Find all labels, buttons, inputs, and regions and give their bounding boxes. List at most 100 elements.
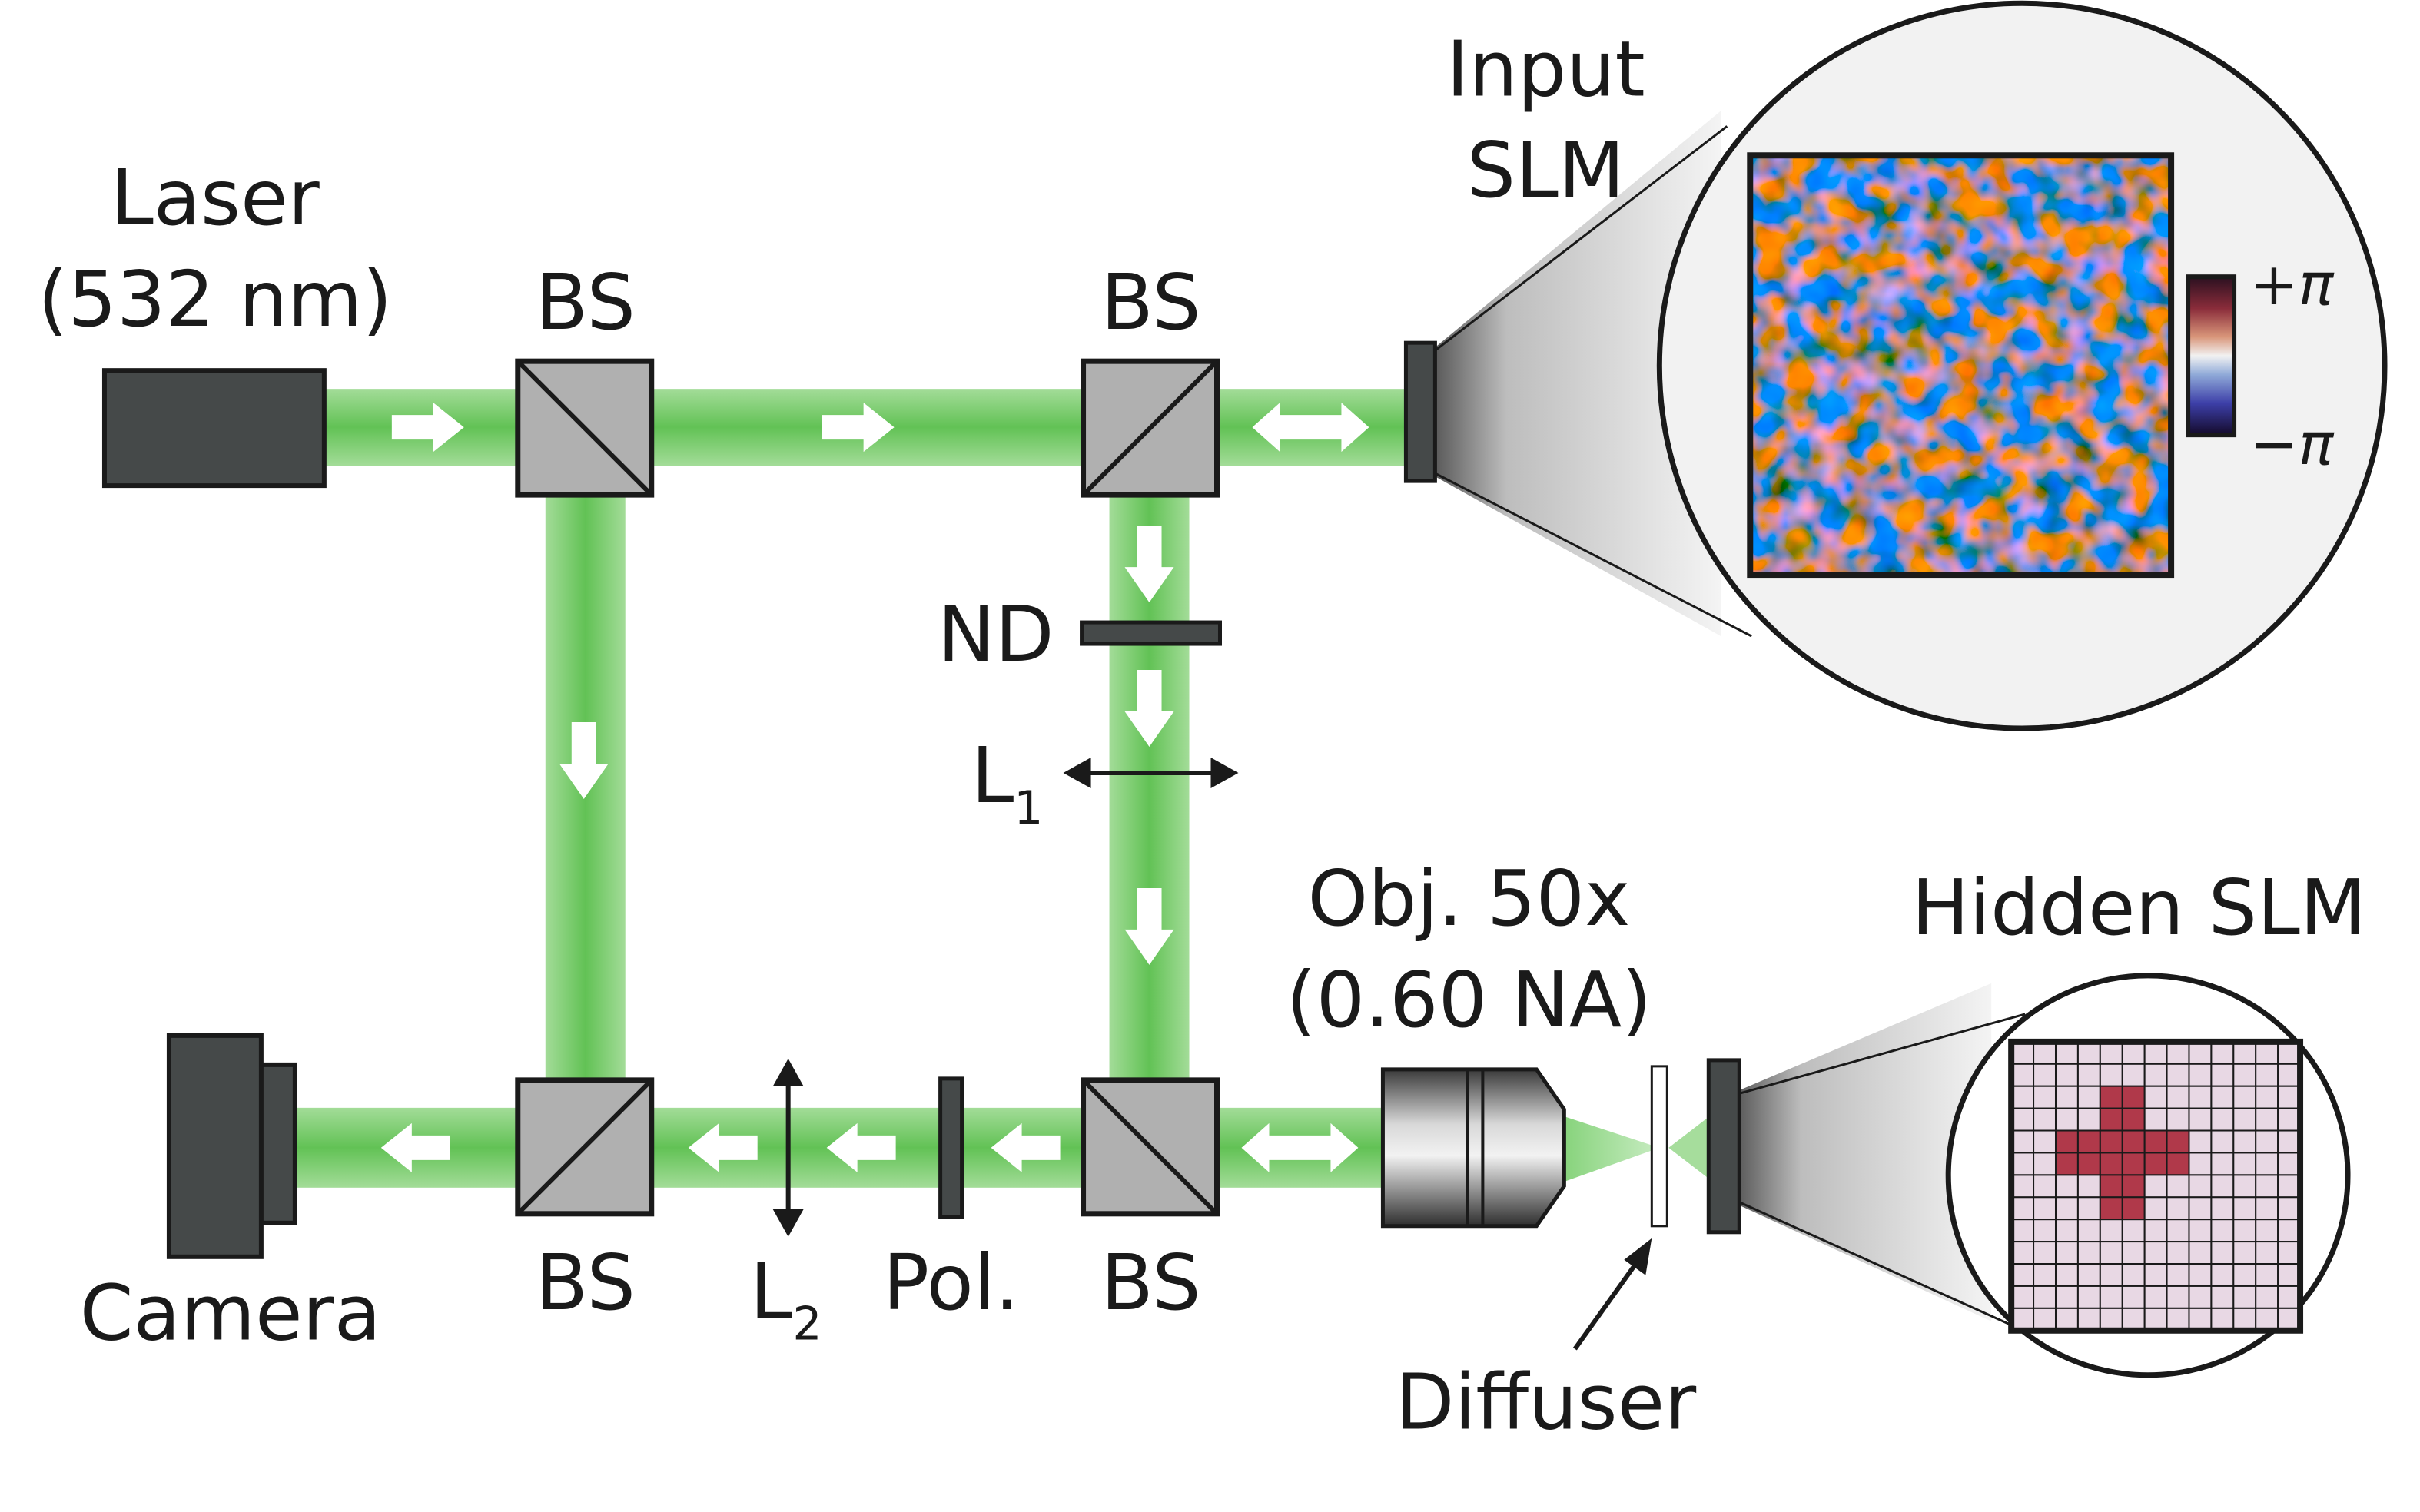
hidden-slm-cell <box>2255 1219 2279 1243</box>
objective-label-line2: (0.60 NA) <box>1286 955 1652 1045</box>
hidden-slm-cell <box>2076 1263 2101 1287</box>
hidden-slm-cell <box>2054 1174 2079 1199</box>
hidden-slm-cell <box>2143 1107 2168 1132</box>
hidden-slm-cell <box>2277 1307 2302 1331</box>
hidden-slm-cell <box>2099 1040 2123 1065</box>
hidden-slm-cell <box>2033 1063 2057 1087</box>
input-slm-label-line1: Input <box>1446 24 1645 114</box>
hidden-slm-cell <box>2255 1196 2279 1221</box>
hidden-slm-cell <box>2188 1196 2213 1221</box>
laser-body <box>101 368 327 489</box>
phase-colorbar <box>2186 274 2237 438</box>
input-slm-cone-edge-bottom <box>1434 472 1752 638</box>
hidden-slm-cell <box>2099 1085 2123 1109</box>
hidden-slm-cell <box>2188 1063 2213 1087</box>
objective-lens <box>1380 1067 1566 1228</box>
white-arrow-icon <box>826 1122 896 1172</box>
hidden-slm-cell <box>2255 1152 2279 1176</box>
hidden-slm-cell <box>2054 1285 2079 1309</box>
input-slm-device <box>1403 340 1437 483</box>
hidden-slm-cell <box>2166 1307 2190 1331</box>
hidden-slm-cell <box>2054 1219 2079 1243</box>
hidden-slm-cell <box>2099 1152 2123 1176</box>
hidden-slm-cell <box>2010 1241 2035 1265</box>
white-arrow-icon <box>822 403 895 453</box>
hidden-slm-cell <box>2099 1174 2123 1199</box>
diffuser-pointer-arrow <box>1572 1238 1652 1351</box>
hidden-slm-cell <box>2033 1219 2057 1243</box>
hidden-slm-cell <box>2054 1152 2079 1176</box>
hidden-slm-cell <box>2277 1063 2302 1087</box>
hidden-slm-cell <box>2054 1307 2079 1331</box>
hidden-slm-device <box>1706 1058 1741 1235</box>
hidden-slm-cell <box>2143 1152 2168 1176</box>
hidden-slm-cell <box>2166 1152 2190 1176</box>
white-arrow-icon <box>1252 403 1369 453</box>
hidden-slm-cell <box>2232 1107 2257 1132</box>
hidden-slm-cell <box>2166 1040 2190 1065</box>
hidden-slm-cell <box>2232 1129 2257 1154</box>
hidden-slm-cell <box>2010 1040 2035 1065</box>
bs-bottom-left-label: BS <box>536 1238 636 1328</box>
hidden-slm-cell <box>2277 1241 2302 1265</box>
white-arrow-icon <box>391 403 464 453</box>
hidden-slm-cell <box>2076 1219 2101 1243</box>
hidden-slm-cell <box>2166 1285 2190 1309</box>
l2-label: L2 <box>750 1247 822 1351</box>
hidden-slm-cell <box>2277 1107 2302 1132</box>
hidden-slm-cell <box>2210 1152 2235 1176</box>
hidden-slm-cell <box>2277 1040 2302 1065</box>
hidden-slm-cell <box>2121 1063 2146 1087</box>
hidden-slm-cell <box>2210 1196 2235 1221</box>
beam-focus-cone <box>1552 1112 1660 1186</box>
hidden-slm-cell <box>2099 1129 2123 1154</box>
hidden-slm-cell <box>2054 1129 2079 1154</box>
hidden-slm-cell <box>2232 1307 2257 1331</box>
hidden-slm-cell <box>2232 1085 2257 1109</box>
beam-splitter-top-right <box>1081 358 1220 498</box>
hidden-slm-cell <box>2255 1063 2279 1087</box>
hidden-slm-cell <box>2121 1263 2146 1287</box>
hidden-slm-cell <box>2210 1174 2235 1199</box>
hidden-slm-cell <box>2010 1285 2035 1309</box>
hidden-slm-cell <box>2099 1307 2123 1331</box>
hidden-slm-cell <box>2277 1196 2302 1221</box>
camera-body <box>166 1033 297 1259</box>
hidden-slm-cell <box>2099 1263 2123 1287</box>
hidden-slm-cell <box>2277 1285 2302 1309</box>
hidden-slm-cell <box>2099 1219 2123 1243</box>
beam-splitter-top-left <box>515 358 655 498</box>
hidden-slm-cell <box>2188 1241 2213 1265</box>
hidden-slm-cell <box>2033 1263 2057 1287</box>
hidden-slm-cell <box>2232 1263 2257 1287</box>
hidden-slm-cell <box>2054 1040 2079 1065</box>
hidden-slm-cell <box>2121 1129 2146 1154</box>
hidden-slm-cell <box>2054 1085 2079 1109</box>
hidden-slm-cell <box>2010 1263 2035 1287</box>
hidden-slm-cell <box>2143 1196 2168 1221</box>
hidden-slm-cell <box>2076 1152 2101 1176</box>
labels: Laser (532 nm) BS BS BS BS Input SLM ND … <box>38 24 2366 1447</box>
hidden-slm-cell <box>2099 1196 2123 1221</box>
hidden-slm-cell <box>2121 1107 2146 1132</box>
hidden-slm-cell <box>2033 1174 2057 1199</box>
hidden-slm-cell <box>2232 1063 2257 1087</box>
hidden-slm-cell <box>2277 1219 2302 1243</box>
hidden-slm-border <box>2008 1038 2304 1334</box>
hidden-slm-cell <box>2054 1263 2079 1287</box>
hidden-slm-cell <box>2210 1307 2235 1331</box>
hidden-slm-cell <box>2033 1307 2057 1331</box>
hidden-slm-cell <box>2255 1129 2279 1154</box>
hidden-slm-cell <box>2033 1285 2057 1309</box>
white-arrow-icon <box>991 1122 1061 1172</box>
white-arrow-icon <box>1124 887 1174 965</box>
hidden-slm-cell <box>2033 1129 2057 1154</box>
hidden-slm-cell <box>2033 1152 2057 1176</box>
hidden-slm-cell <box>2121 1152 2146 1176</box>
hidden-slm-cell <box>2143 1285 2168 1309</box>
camera-label: Camera <box>80 1268 381 1358</box>
hidden-slm-cell <box>2188 1174 2213 1199</box>
hidden-slm-cell <box>2143 1263 2168 1287</box>
hidden-slm-cell <box>2232 1040 2257 1065</box>
input-slm-label-line2: SLM <box>1467 125 1625 215</box>
